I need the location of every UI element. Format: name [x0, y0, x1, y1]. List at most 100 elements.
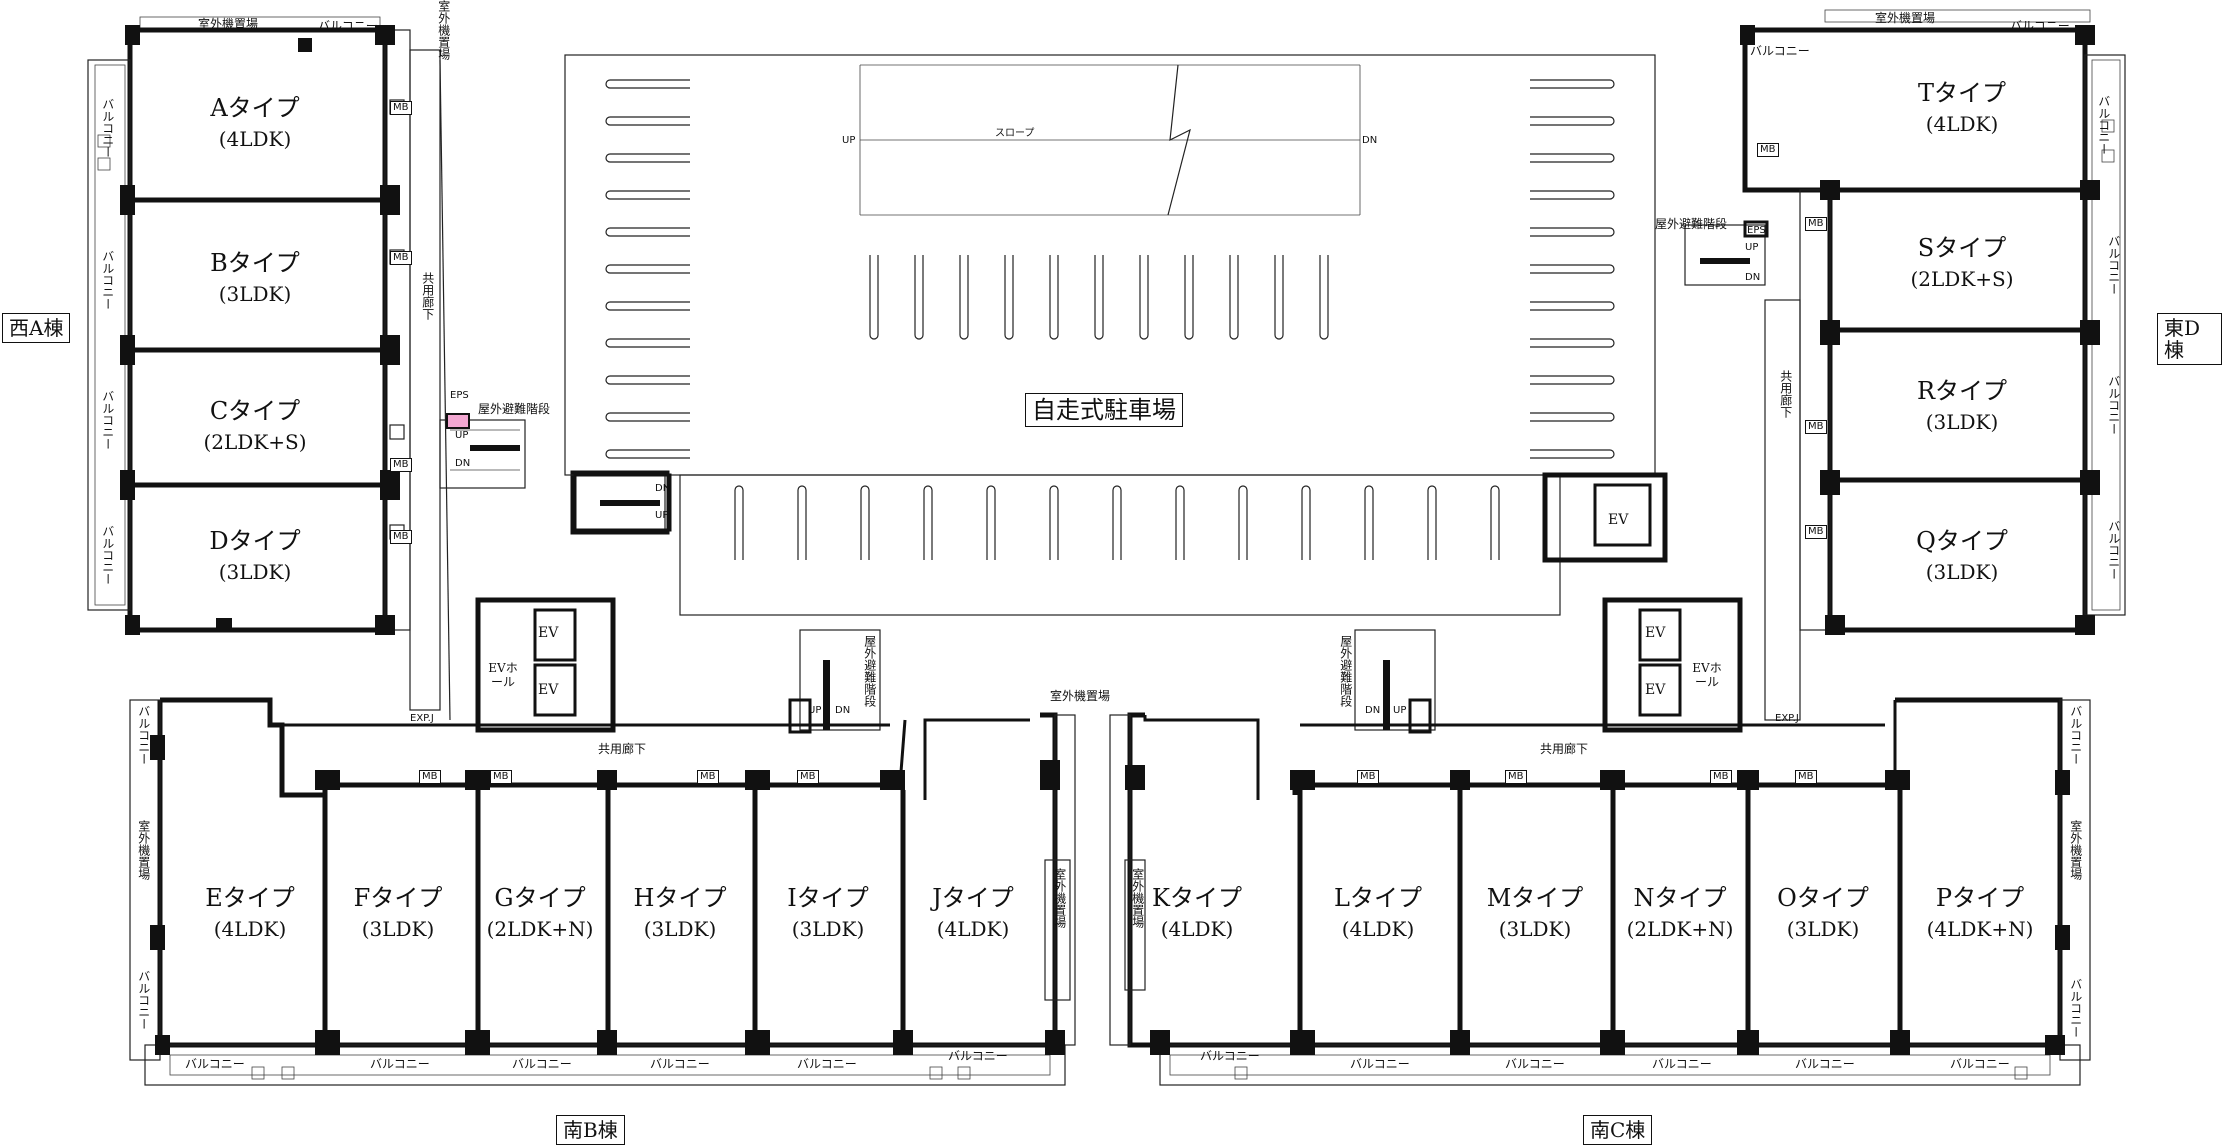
unit-r-plan: (3LDK)	[1925, 410, 1999, 434]
mb-h: MB	[697, 770, 719, 784]
south-b-escape-stair-label: 屋外避難階段	[862, 635, 877, 707]
unit-j-plan: (4LDK)	[936, 917, 1010, 941]
mb-o: MB	[1795, 770, 1817, 784]
unit-e-plan: (4LDK)	[213, 917, 287, 941]
balcony-i: バルコニー	[797, 1057, 857, 1071]
south-b-corridor-label: 共用廊下	[598, 742, 647, 756]
south-b-balcony-west-2: バルコニー	[136, 970, 151, 1030]
south-c-outdoor-unit-west: 室外機置場	[1130, 868, 1145, 928]
parking-title: 自走式駐車場	[1025, 393, 1183, 428]
ev-left-1: EV	[538, 625, 559, 641]
unit-n-plan: (2LDK+N)	[1626, 917, 1734, 941]
unit-g-plan: (2LDK+N)	[486, 917, 594, 941]
parking-structure	[564, 54, 1667, 616]
balcony-p: バルコニー	[1950, 1057, 2010, 1071]
ev-core-left	[475, 597, 616, 733]
west-a-building	[87, 16, 451, 721]
east-balcony-s: バルコニー	[2106, 235, 2121, 295]
south-c-building	[1109, 697, 2091, 1086]
balcony-l: バルコニー	[1350, 1057, 1410, 1071]
expj-left: EXP.J	[410, 713, 434, 724]
mb-n: MB	[1710, 770, 1732, 784]
slope-label: スロープ	[995, 128, 1035, 139]
west-outdoor-unit-vert-label: 室外機置場	[436, 0, 451, 60]
ev-core-right	[1602, 597, 1743, 733]
unit-h-type: Hタイプ	[633, 884, 727, 912]
east-t-balcony-label: バルコニー	[1750, 44, 1810, 58]
south-c-balcony-east-2: バルコニー	[2068, 978, 2083, 1038]
mb-f: MB	[419, 770, 441, 784]
unit-l-type: Lタイプ	[1334, 884, 1422, 912]
balcony-n: バルコニー	[1652, 1057, 1712, 1071]
unit-q-plan: (3LDK)	[1925, 560, 1999, 584]
south-b-balcony-west-1: バルコニー	[136, 705, 151, 765]
ev-hall-right: EVホール	[1692, 661, 1722, 689]
balcony-k: バルコニー	[1200, 1049, 1260, 1063]
south-b-outdoor-unit-east: 室外機置場	[1052, 868, 1067, 928]
unit-o-plan: (3LDK)	[1786, 917, 1860, 941]
west-eps-label: EPS	[450, 390, 469, 401]
ev-left-2: EV	[538, 682, 559, 698]
balcony-j: バルコニー	[948, 1049, 1008, 1063]
balcony-g: バルコニー	[512, 1057, 572, 1071]
unit-p-type: Pタイプ	[1935, 884, 2025, 912]
south-b-stair-up: UP	[808, 705, 822, 716]
south-c-escape-stair-label: 屋外避難階段	[1338, 635, 1353, 707]
unit-g-type: Gタイプ	[494, 884, 586, 912]
mb-l: MB	[1357, 770, 1379, 784]
east-top-balcony-label: バルコニー	[2010, 19, 2070, 33]
unit-i-type: Iタイプ	[787, 884, 869, 912]
unit-l-plan: (4LDK)	[1341, 917, 1415, 941]
unit-k-type: Kタイプ	[1152, 884, 1242, 912]
east-balcony-q: バルコニー	[2106, 520, 2121, 580]
ev-right-1: EV	[1645, 625, 1666, 641]
unit-d-type: Dタイプ	[209, 527, 301, 555]
unit-e-type: Eタイプ	[205, 884, 295, 912]
east-balcony-r: バルコニー	[2106, 375, 2121, 435]
mb-c: MB	[390, 458, 412, 472]
ev-parking: EV	[1608, 512, 1629, 528]
unit-m-plan: (3LDK)	[1498, 917, 1572, 941]
balcony-m: バルコニー	[1505, 1057, 1565, 1071]
unit-s-plan: (2LDK+S)	[1910, 267, 2014, 291]
balcony-o: バルコニー	[1795, 1057, 1855, 1071]
unit-k-plan: (4LDK)	[1160, 917, 1234, 941]
unit-t-type: Tタイプ	[1917, 79, 2006, 107]
unit-t-plan: (4LDK)	[1925, 112, 1999, 136]
unit-j-type: Jタイプ	[932, 884, 1014, 912]
south-b-building	[129, 697, 1076, 1086]
south-c-outdoor-unit: 室外機置場	[2068, 820, 2083, 880]
mb-b: MB	[390, 251, 412, 265]
west-top-balcony-label: バルコニー	[318, 19, 378, 33]
south-c-corridor-label: 共用廊下	[1540, 742, 1589, 756]
unit-f-plan: (3LDK)	[361, 917, 435, 941]
unit-m-type: Mタイプ	[1486, 884, 1584, 912]
unit-b-type: Bタイプ	[210, 249, 300, 277]
unit-d-plan: (3LDK)	[218, 560, 292, 584]
slope-up-label: UP	[842, 135, 856, 146]
unit-a-plan: (4LDK)	[218, 127, 292, 151]
unit-o-type: Oタイプ	[1777, 884, 1869, 912]
mb-q: MB	[1805, 525, 1827, 539]
east-eps-label: EPS	[1747, 225, 1766, 236]
unit-c-plan: (2LDK+S)	[203, 430, 307, 454]
west-balcony-c: バルコニー	[100, 390, 115, 450]
south-stairs	[788, 629, 1436, 734]
west-stair-dn: DN	[455, 458, 471, 469]
west-stair-up: UP	[455, 430, 469, 441]
mb-r: MB	[1805, 420, 1827, 434]
mb-m: MB	[1505, 770, 1527, 784]
unit-n-type: Nタイプ	[1633, 884, 1727, 912]
south-c-balcony-east-1: バルコニー	[2068, 705, 2083, 765]
south-c-stair-dn: DN	[1365, 705, 1381, 716]
mb-d: MB	[390, 530, 412, 544]
east-escape-stair-label: 屋外避難階段	[1655, 217, 1728, 231]
east-stair-up: UP	[1745, 242, 1759, 253]
east-stair-dn: DN	[1745, 272, 1761, 283]
balcony-e: バルコニー	[185, 1057, 245, 1071]
unit-r-type: Rタイプ	[1916, 377, 2008, 405]
parking-stair-dn: DN	[655, 483, 671, 494]
parking-stair-up: UP	[655, 510, 669, 521]
building-label-west-a: 西A棟	[2, 313, 71, 343]
west-corridor-label: 共用廊下	[420, 272, 435, 320]
